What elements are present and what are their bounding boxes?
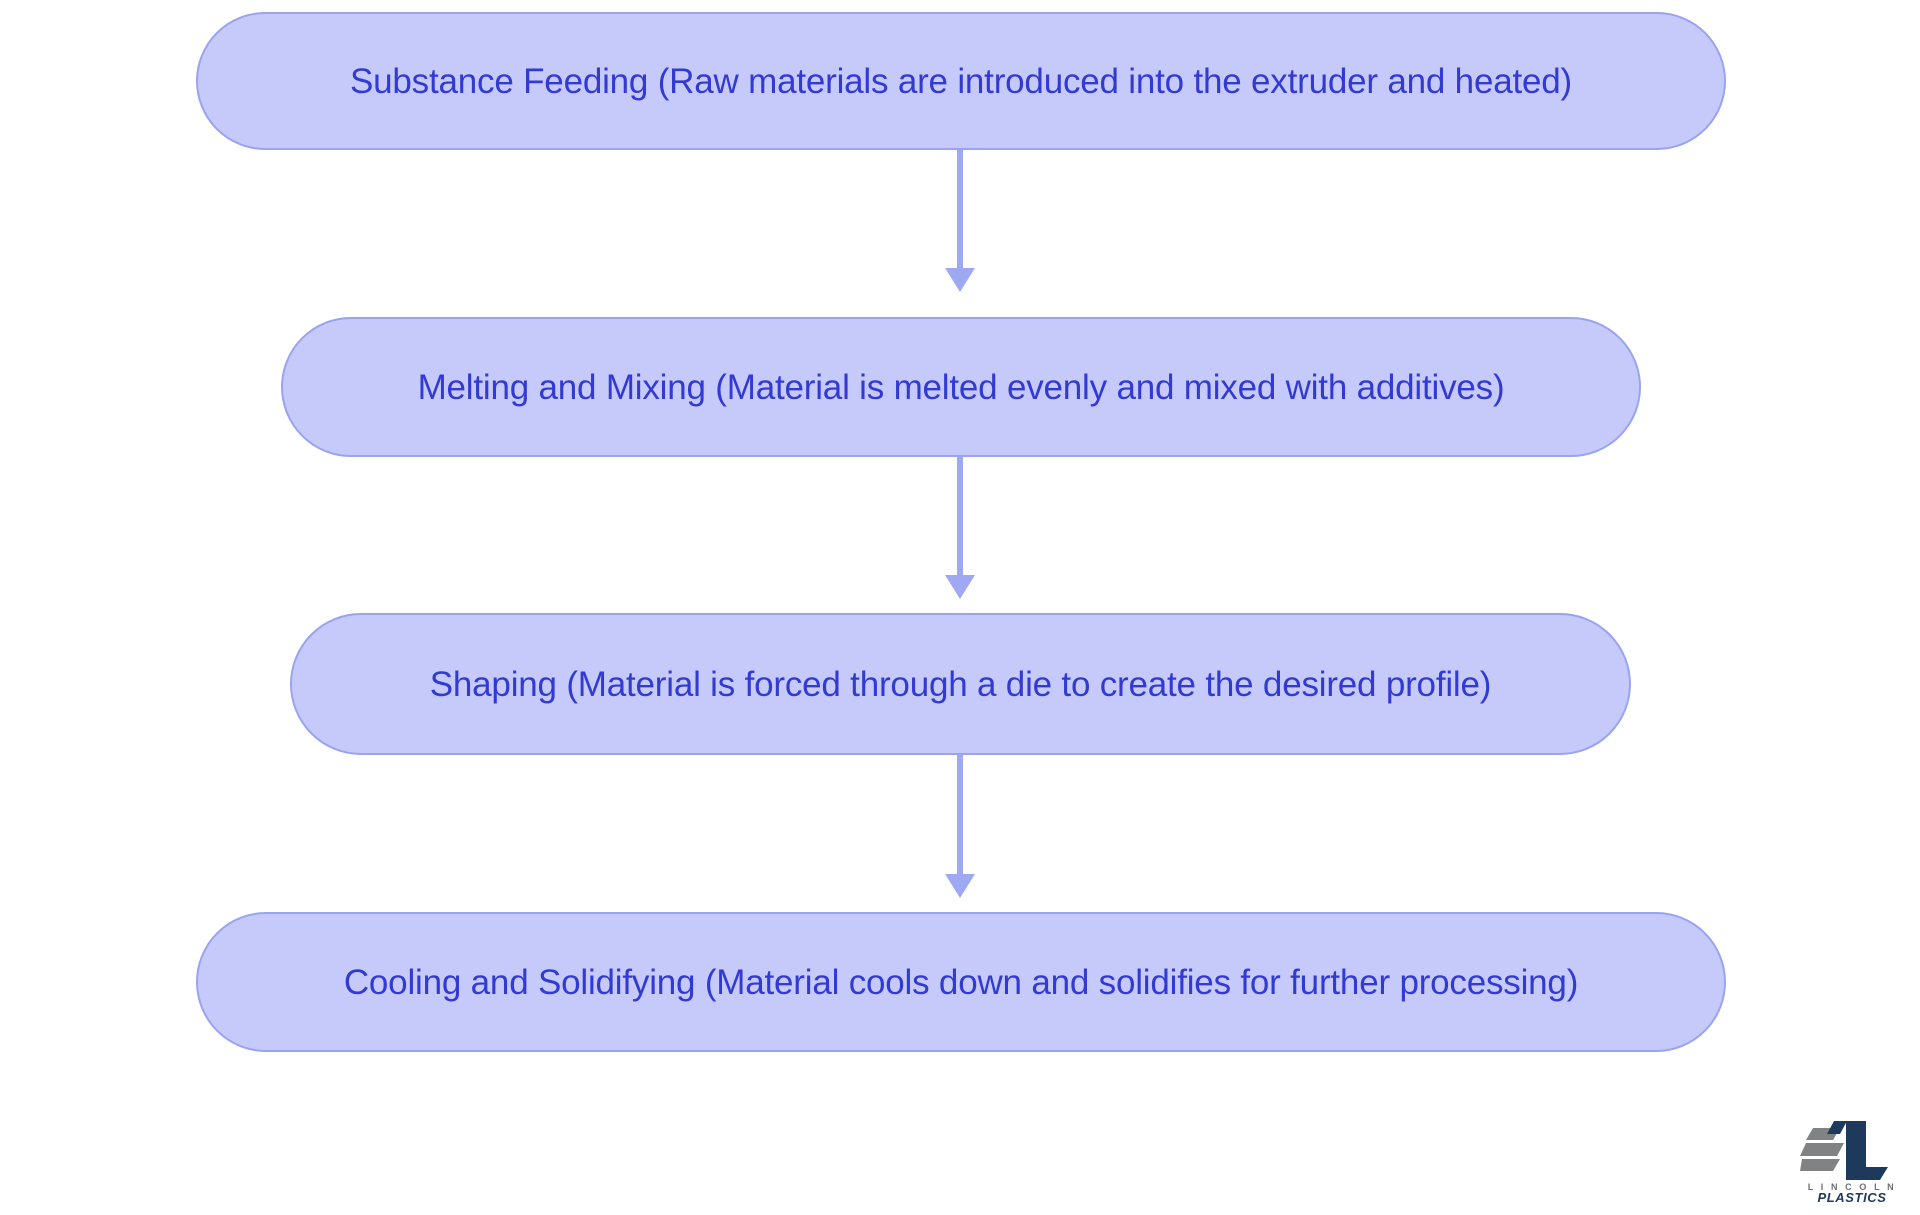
flow-connector-substance-feeding-to-melting-and-mixing [957,150,963,270]
logo-secondary-text: L I N C O L N [1808,1182,1896,1192]
flow-node-label: Cooling and Solidifying (Material cools … [343,962,1579,1002]
lincoln-plastics-logo-mark: L I N C O L N PLASTICS [1800,1121,1896,1204]
flow-node-label: Substance Feeding (Raw materials are int… [350,61,1572,101]
lincoln-plastics-logo: L I N C O L N PLASTICS [1800,1112,1904,1204]
flow-node-melting-and-mixing[interactable]: Melting and Mixing (Material is melted e… [281,317,1641,457]
flow-node-label: Melting and Mixing (Material is melted e… [417,367,1505,407]
flow-connector-shaping-to-cooling-and-solidifying [957,755,963,876]
flow-node-label: Shaping (Material is forced through a di… [429,664,1492,704]
flow-node-cooling-and-solidifying[interactable]: Cooling and Solidifying (Material cools … [196,912,1726,1052]
flow-node-substance-feeding[interactable]: Substance Feeding (Raw materials are int… [196,12,1726,150]
logo-primary-text: PLASTICS [1817,1190,1886,1204]
flow-connector-melting-and-mixing-to-shaping [957,457,963,577]
flow-node-shaping[interactable]: Shaping (Material is forced through a di… [290,613,1631,755]
